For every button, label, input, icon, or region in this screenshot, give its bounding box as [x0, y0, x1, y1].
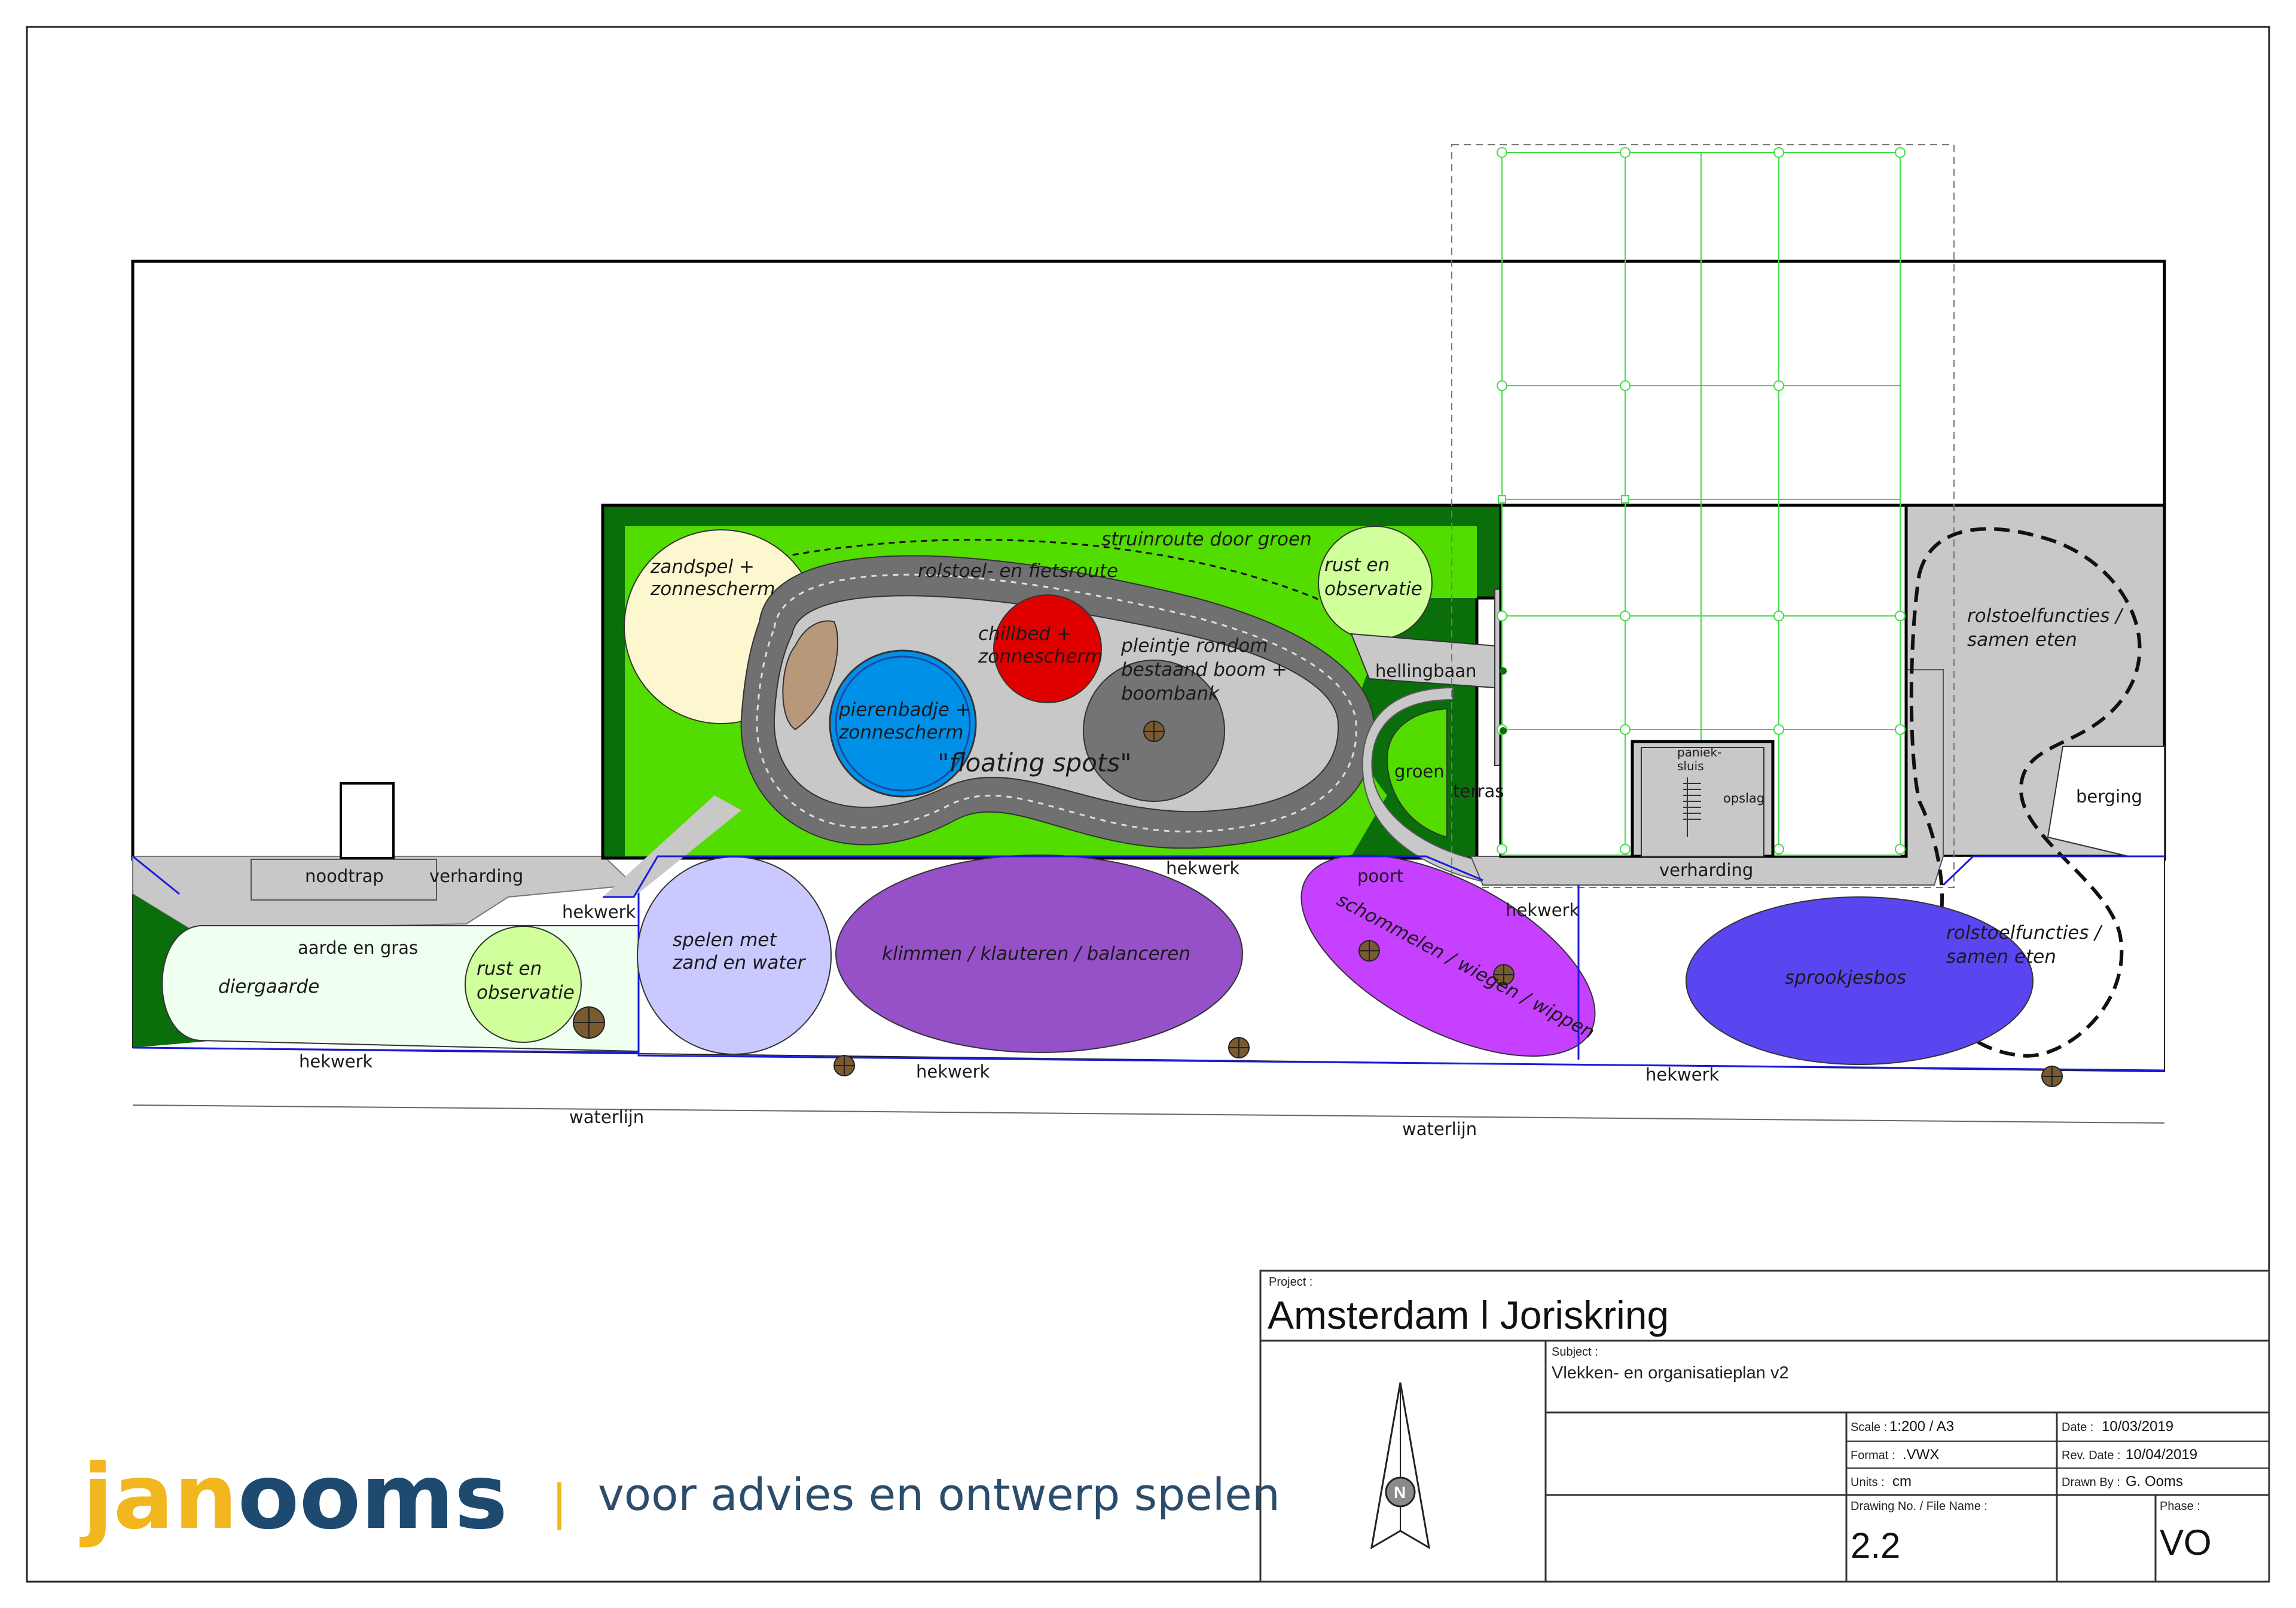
label-waterlijn-right: waterlijn: [1402, 1119, 1477, 1139]
title-block: [1259, 1270, 2270, 1583]
tree-icon-pleintje: [1143, 721, 1165, 742]
logo-text: janooms: [80, 1445, 508, 1549]
tb-format-label: Format :: [1851, 1449, 1895, 1462]
label-spelen-water: spelen met zand en water: [672, 929, 807, 974]
tb-rev: 10/04/2019: [2126, 1447, 2197, 1463]
label-hellingbaan: hellingbaan: [1375, 661, 1477, 681]
north-arrow-icon: N: [1370, 1382, 1431, 1549]
label-hekwerk-right-top: hekwerk: [1506, 900, 1579, 920]
schommelen-zone: [1300, 854, 1596, 1057]
label-waterlijn-left: waterlijn: [569, 1107, 644, 1127]
pierenbadje-circle: [829, 649, 977, 798]
label-paniek: paniek- sluis: [1677, 745, 1726, 773]
tb-drawing-no-label: Drawing No. / File Name :: [1851, 1500, 1987, 1513]
door-marker-1: [1500, 667, 1507, 675]
label-klimmen: klimmen / klauteren / balanceren: [882, 943, 1190, 965]
sheet-border: [26, 26, 2270, 1583]
fence-lines: [132, 855, 2165, 1072]
label-rust-top: rust en observatie: [1324, 554, 1422, 600]
svg-text:N: N: [1394, 1483, 1406, 1502]
label-pleintje: pleintje rondom bestaand boom + boombank: [1120, 635, 1293, 704]
tb-drawn: G. Ooms: [2126, 1473, 2183, 1490]
waterline: [132, 1104, 2165, 1124]
structural-grid: [1501, 152, 1901, 856]
label-noodtrap: noodtrap: [305, 866, 384, 886]
label-rolstoel-bottom: rolstoelfuncties / samen eten: [1946, 922, 2107, 968]
tb-project-label: Project :: [1269, 1276, 1312, 1289]
tb-scale: 1:200 / A3: [1889, 1418, 1954, 1435]
label-sprookjesbos: sprookjesbos: [1785, 967, 1906, 988]
logo: janooms | voor advies en ontwerp spelen: [80, 1445, 1280, 1549]
label-hekwerk-mid-top: hekwerk: [1166, 858, 1239, 878]
label-zandspel: zandspel + zonnescherm: [650, 556, 775, 600]
label-pierenbadje: pierenbadje + zonnescherm: [838, 699, 977, 743]
label-diergaarde: diergaarde: [218, 976, 319, 997]
label-struinroute: struinroute door groen: [1101, 529, 1312, 550]
tree-icon-5: [1493, 964, 1515, 985]
sprookjesbos-zone: [1686, 896, 2034, 1065]
label-groen: groen: [1394, 761, 1445, 782]
label-hekwerk-right-bottom: hekwerk: [1645, 1064, 1719, 1085]
rolstoel-loop-dashed: [1909, 527, 2142, 1058]
logo-separator: |: [551, 1475, 567, 1531]
tb-format: .VWX: [1903, 1447, 1939, 1463]
tb-drawing-no: 2.2: [1851, 1525, 1900, 1566]
tb-phase-label: Phase :: [2160, 1500, 2200, 1513]
tb-project-title: Amsterdam l Joriskring: [1268, 1293, 1669, 1337]
logo-tagline: voor advies en ontwerp spelen: [598, 1469, 1280, 1521]
upper-building-dashed: [1451, 144, 1955, 888]
label-hekwerk-mid-bottom: hekwerk: [916, 1061, 990, 1082]
groen-patch: [1386, 707, 1448, 838]
tree-icon-1: [573, 1006, 605, 1039]
tree-icon-4: [1358, 940, 1380, 962]
struinroute-line: [729, 539, 1370, 652]
pierenbadje-inner-ring: [835, 655, 971, 792]
noodtrap-tower: [340, 782, 395, 859]
tree-icon-2: [833, 1055, 855, 1076]
noodtrap-outline: [251, 859, 437, 901]
tb-date: 10/03/2019: [2102, 1418, 2173, 1435]
connector-path: [603, 795, 741, 897]
label-verharding-right: verharding: [1659, 860, 1753, 880]
tb-scale-label: Scale :: [1851, 1421, 1887, 1434]
label-rust-left: rust en observatie: [477, 958, 575, 1003]
label-verharding-left: verharding: [429, 866, 523, 886]
label-terras: terras: [1453, 781, 1504, 801]
paniek-sluis-inner: [1641, 747, 1764, 857]
label-hekwerk-bottom-left: hekwerk: [299, 1051, 373, 1072]
tree-icon-3: [1228, 1037, 1250, 1058]
label-opslag: opslag: [1723, 791, 1764, 805]
staircase-icon: [1683, 777, 1701, 837]
label-rolstoel-route: rolstoel- en fietsroute: [918, 560, 1118, 582]
label-berging: berging: [2076, 786, 2142, 807]
tb-units-label: Units :: [1851, 1476, 1885, 1489]
label-chillbed: chillbed + zonnescherm: [978, 623, 1103, 667]
label-floating: "floating spots": [938, 748, 1132, 777]
tb-units: cm: [1892, 1473, 1912, 1490]
tb-subject: Vlekken- en organisatieplan v2: [1552, 1363, 1789, 1383]
tb-phase: VO: [2160, 1522, 2212, 1563]
tb-subject-label: Subject :: [1552, 1345, 1598, 1359]
label-rolstoel-top: rolstoelfuncties / samen eten: [1967, 605, 2128, 651]
klimmen-zone: [835, 855, 1243, 1053]
label-poort: poort: [1357, 866, 1403, 886]
tb-drawn-label: Drawn By :: [2062, 1476, 2120, 1489]
tb-date-label: Date :: [2062, 1421, 2093, 1434]
grid-nodes: [1497, 147, 1906, 855]
sand-wedge: [782, 620, 839, 731]
door-marker-2: [1500, 727, 1507, 734]
label-aarde: aarde en gras: [298, 938, 418, 958]
chillbed-circle: [993, 594, 1102, 703]
tree-icon-6: [2041, 1066, 2063, 1087]
label-hekwerk-top-left: hekwerk: [562, 902, 636, 922]
tb-rev-label: Rev. Date :: [2062, 1449, 2121, 1462]
ring-path-dash: [756, 573, 1357, 833]
rust-left-circle: [465, 926, 582, 1043]
